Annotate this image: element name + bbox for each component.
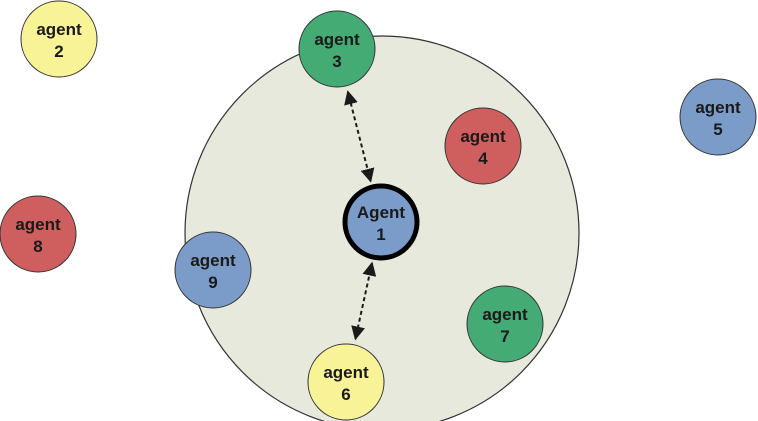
agent-label-number-3: 3 <box>332 52 341 71</box>
agent-label-number-6: 6 <box>341 385 350 404</box>
agent-label-word-4: agent <box>460 127 506 146</box>
agent-label-word-1: Agent <box>357 203 406 222</box>
agent-node-6: agent 6 <box>307 343 385 421</box>
agent-label-word-9: agent <box>190 251 236 270</box>
agent-circle-9 <box>174 231 252 309</box>
agent-node-3: agent 3 <box>298 10 376 88</box>
link-a1-a6 <box>351 261 377 341</box>
agent-node-4: agent 4 <box>444 107 522 185</box>
agent-label-word-6: agent <box>323 363 369 382</box>
agent-label-word-8: agent <box>15 215 61 234</box>
agent-node-7: agent 7 <box>466 285 544 363</box>
agent-label-number-7: 7 <box>500 327 509 346</box>
agent-circle-6 <box>307 343 385 421</box>
agent-label-number-8: 8 <box>33 237 42 256</box>
agent-circle-8 <box>0 195 77 273</box>
agent-label-number-9: 9 <box>208 273 217 292</box>
agent-node-5: agent 5 <box>679 78 757 156</box>
agent-circle-3 <box>298 10 376 88</box>
agent-label-number-2: 2 <box>54 42 63 61</box>
agent-label-word-5: agent <box>695 98 741 117</box>
agent-node-9: agent 9 <box>174 231 252 309</box>
agent-label-number-1: 1 <box>376 225 385 244</box>
agent-circle-2 <box>20 0 98 78</box>
agent-node-1: Agent 1 <box>342 183 420 261</box>
agent-circle-5 <box>679 78 757 156</box>
agent-label-number-4: 4 <box>478 149 488 168</box>
agent-label-word-3: agent <box>314 30 360 49</box>
agent-node-8: agent 8 <box>0 195 77 273</box>
agent-circle-4 <box>444 107 522 185</box>
agent-circle-1 <box>342 183 420 261</box>
links-layer <box>344 90 377 341</box>
agent-label-number-5: 5 <box>713 120 722 139</box>
agent-circle-7 <box>466 285 544 363</box>
link-a1-a3 <box>344 90 375 183</box>
agent-label-word-2: agent <box>36 20 82 39</box>
agent-node-2: agent 2 <box>20 0 98 78</box>
agent-label-word-7: agent <box>482 305 528 324</box>
